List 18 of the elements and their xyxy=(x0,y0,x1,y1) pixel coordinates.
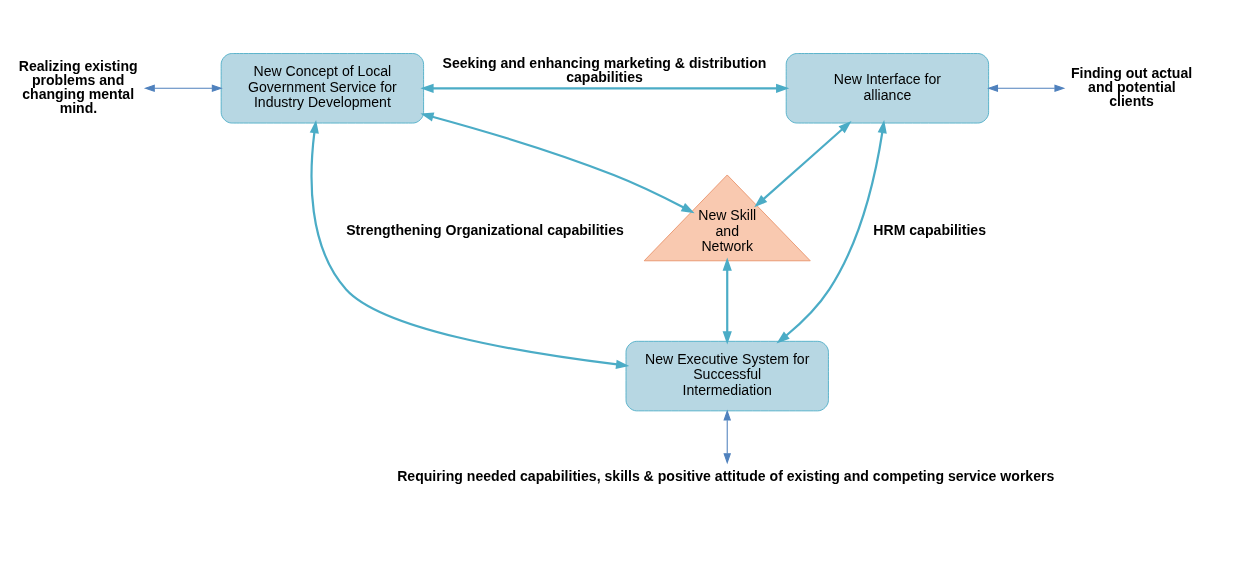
arrow xyxy=(723,408,732,464)
arrow xyxy=(143,83,223,92)
arrow xyxy=(309,119,630,369)
arrow xyxy=(754,120,852,207)
arrow xyxy=(420,83,790,93)
node-text: Requiring needed capabilities, skills & positive attitude of existing and competing service workers xyxy=(397,467,1055,484)
node-text: Realizing existing problems and changing mental mind. xyxy=(18,57,138,116)
arrow xyxy=(722,257,732,345)
node-box: New Executive System for Successful Intermediation xyxy=(625,340,829,411)
node-box: New Interface for alliance xyxy=(785,52,990,123)
arrow xyxy=(420,111,695,213)
node-text: Finding out actual and potential clients xyxy=(1070,64,1193,109)
arrow xyxy=(776,119,887,343)
edge-label: Strengthening Organizational capabilities xyxy=(346,221,624,238)
node-box: New Concept of Local Government Service for Industry Development xyxy=(220,52,425,123)
edge-label: Seeking and enhancing marketing & distribution capabilities xyxy=(442,54,767,85)
edge-label: HRM capabilities xyxy=(873,221,986,238)
arrow xyxy=(987,83,1066,92)
